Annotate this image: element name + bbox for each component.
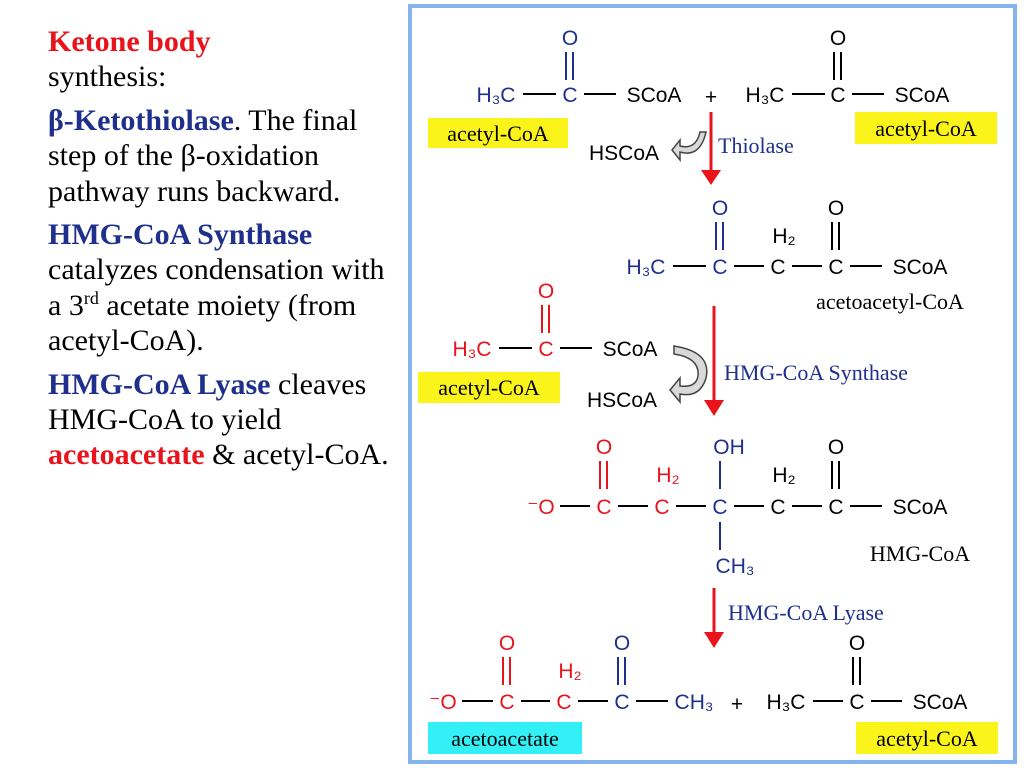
title-synthesis: synthesis: (48, 60, 167, 94)
atom-H3C: H₃C (767, 691, 806, 714)
acetyl-coa-highlight-4 (856, 722, 998, 754)
atom-C: C (849, 691, 864, 714)
atom-H3C: H₃C (627, 256, 666, 279)
atom-H2: H₂ (772, 464, 795, 487)
atom-C: C (828, 496, 843, 519)
atom-O: O (596, 436, 612, 459)
acetoacetate: O O H₂ ⁻O C C C CH₃ (429, 632, 713, 714)
acetyl-coa-highlight-3 (418, 372, 560, 403)
label-hmg-coa: HMG-CoA (870, 541, 970, 566)
desc-ketothiolase: . The final step of the β-oxidation path… (48, 103, 358, 208)
acetyl-coa-1: O H₃C C SCoA (477, 27, 682, 107)
atom-SCoA: SCoA (895, 84, 950, 107)
atom-C: C (556, 691, 571, 714)
curved-arrow-2 (669, 345, 708, 405)
label-acetyl-coa-4: acetyl-CoA (876, 726, 978, 751)
term-ketothiolase: β-Ketothiolase (48, 103, 234, 137)
atom-O: O (712, 197, 728, 220)
acetyl-coa-product: O H₃C C SCoA (767, 632, 968, 714)
label-acetyl-coa-3: acetyl-CoA (438, 375, 540, 400)
atom-H3C: H₃C (477, 84, 516, 107)
arrow-head-hmg-synthase (704, 400, 724, 416)
term-acetoacetate: acetoacetate (48, 438, 205, 472)
atom-OH: OH (713, 436, 745, 459)
desc-hmg-synthase-sup: rd (83, 287, 99, 308)
atom-C: C (596, 496, 611, 519)
atom-SCoA: SCoA (893, 496, 948, 519)
atom-O: O (830, 27, 846, 50)
acetyl-coa-highlight-2 (855, 112, 997, 144)
arrow-head-thiolase (701, 170, 721, 185)
atom-C: C (712, 256, 727, 279)
atom-CH3: CH₃ (716, 555, 755, 578)
atom-CH3: CH₃ (675, 691, 714, 714)
atom-C: C (499, 691, 514, 714)
desc-hmg-lyase-b: & acetyl-CoA. (204, 438, 389, 472)
atom-C: C (770, 496, 785, 519)
para-ketone-synthesis: Ketone body synthesis: (48, 24, 400, 95)
acetyl-coa-3: O H₃C C SCoA (453, 280, 658, 361)
para-hmg-lyase: HMG-CoA Lyase cleaves HMG-CoA to yield a… (48, 367, 400, 473)
diagram-frame (408, 4, 1017, 764)
desc-hmg-synthase-a: catalyzes condensation with a 3 (48, 253, 385, 322)
curved-arrow-out-1 (671, 131, 707, 163)
title-ketone-body: Ketone body (48, 25, 211, 58)
atom-neg-O: ⁻O (429, 691, 456, 714)
atom-C: C (770, 256, 785, 279)
atom-H3C: H₃C (746, 84, 785, 107)
atom-SCoA: SCoA (603, 338, 658, 361)
atom-C: C (614, 691, 629, 714)
desc-hmg-lyase-a: cleaves HMG-CoA to yield (48, 367, 367, 436)
atom-O: O (538, 280, 554, 303)
byproduct-hscoa-2: HSCoA (587, 389, 657, 412)
atom-O: O (499, 632, 515, 655)
atom-SCoA: SCoA (893, 256, 948, 279)
atom-H2: H₂ (772, 225, 795, 248)
atom-O: O (562, 27, 578, 50)
atom-C: C (712, 496, 727, 519)
atom-O: O (614, 632, 630, 655)
label-acetoacetyl-coa: acetoacetyl-CoA (816, 289, 964, 314)
atom-C: C (830, 84, 845, 107)
enzyme-hmg-lyase: HMG-CoA Lyase (728, 600, 884, 625)
atom-C: C (562, 84, 577, 107)
atom-O: O (828, 436, 844, 459)
atom-C: C (828, 256, 843, 279)
acetyl-coa-highlight-1 (428, 118, 568, 148)
hmg-coa: O OH O H₂ H₂ ⁻O C C C C C SCoA CH₃ (527, 436, 947, 578)
label-acetyl-coa-1: acetyl-CoA (447, 121, 549, 146)
atom-H2: H₂ (558, 660, 581, 683)
label-acetoacetate: acetoacetate (451, 726, 558, 751)
atom-O: O (849, 632, 865, 655)
atom-SCoA: SCoA (627, 84, 682, 107)
enzyme-hmg-synthase: HMG-CoA Synthase (724, 360, 908, 385)
arrow-head-hmg-lyase (704, 632, 724, 648)
acetyl-coa-2: O H₃C C SCoA (746, 27, 950, 107)
byproduct-hscoa-1: HSCoA (589, 142, 659, 165)
atom-C: C (654, 496, 669, 519)
para-hmg-synthase: HMG-CoA Synthase catalyzes condensation … (48, 217, 400, 359)
acetoacetyl-coa: O O H₂ H₃C C C C SCoA (627, 197, 948, 279)
enzyme-thiolase: Thiolase (718, 133, 794, 158)
desc-hmg-synthase-b: acetate moiety (from acetyl-CoA). (48, 288, 357, 358)
plus-sign: + (731, 693, 743, 716)
atom-H2: H₂ (656, 464, 679, 487)
atom-H3C: H₃C (453, 338, 492, 361)
term-hmg-synthase: HMG-CoA Synthase (48, 217, 313, 251)
left-text-panel: Ketone body synthesis: β-Ketothiolase. T… (48, 24, 400, 481)
acetoacetate-highlight (428, 722, 582, 754)
para-ketothiolase: β-Ketothiolase. The final step of the β-… (48, 103, 400, 209)
atom-O: O (828, 197, 844, 220)
plus-sign: + (705, 86, 717, 109)
label-acetyl-coa-2: acetyl-CoA (875, 116, 977, 141)
term-hmg-lyase: HMG-CoA Lyase (48, 367, 271, 401)
atom-SCoA: SCoA (913, 691, 968, 714)
atom-neg-O: ⁻O (527, 496, 554, 519)
atom-C: C (538, 338, 553, 361)
